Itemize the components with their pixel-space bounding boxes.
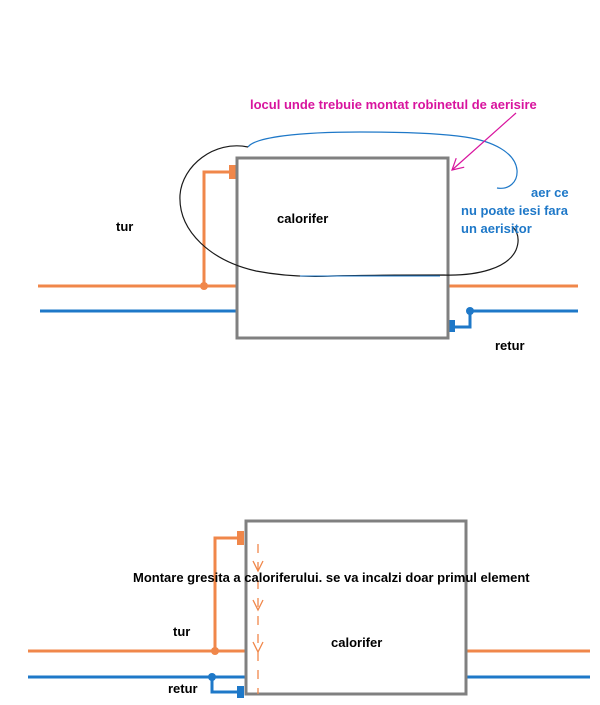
- top-supply-label: tur: [116, 219, 134, 234]
- top-trapped-air-outline-blue: [247, 131, 518, 189]
- bottom-radiator-label: calorifer: [331, 635, 383, 650]
- bottom-supply-label: tur: [173, 624, 191, 639]
- top-return-connector: [448, 311, 472, 329]
- bottom-supply-riser: [213, 536, 244, 651]
- top-return-label: retur: [495, 338, 525, 353]
- bottom-flow-arrow-2: [252, 599, 264, 612]
- top-radiator-label: calorifer: [277, 211, 329, 226]
- air-note-line-3: un aerisitor: [461, 221, 532, 236]
- bottom-supply-junction: [211, 647, 219, 655]
- top-return-junction: [466, 307, 474, 315]
- top-diagram: [38, 112, 578, 340]
- bottom-diagram: [28, 519, 590, 698]
- bottom-return-junction: [208, 673, 216, 681]
- bottom-return-connector: [210, 677, 244, 694]
- top-supply-junction: [200, 282, 208, 290]
- top-supply-inlet-fitting: [229, 165, 236, 179]
- bottom-flow-arrow-1: [252, 560, 264, 573]
- bottom-supply-inlet-fitting: [237, 531, 244, 545]
- top-vent-arrow: [451, 112, 517, 171]
- bottom-return-label: retur: [168, 681, 198, 696]
- air-note-line-2: nu poate iesi fara: [461, 203, 568, 218]
- top-return-outlet-fitting: [448, 320, 455, 332]
- top-radiator-body: [235, 156, 450, 340]
- bottom-flow-arrow-3: [252, 641, 264, 654]
- top-supply-riser: [202, 170, 236, 286]
- bottom-radiator-body: [244, 519, 468, 696]
- vent-location-annotation: locul unde trebuie montat robinetul de a…: [250, 97, 537, 112]
- air-note-line-1: aer ce: [531, 185, 569, 200]
- bottom-warning-text: Montare gresita a caloriferului. se va i…: [133, 570, 530, 585]
- bottom-return-outlet-fitting: [237, 686, 244, 698]
